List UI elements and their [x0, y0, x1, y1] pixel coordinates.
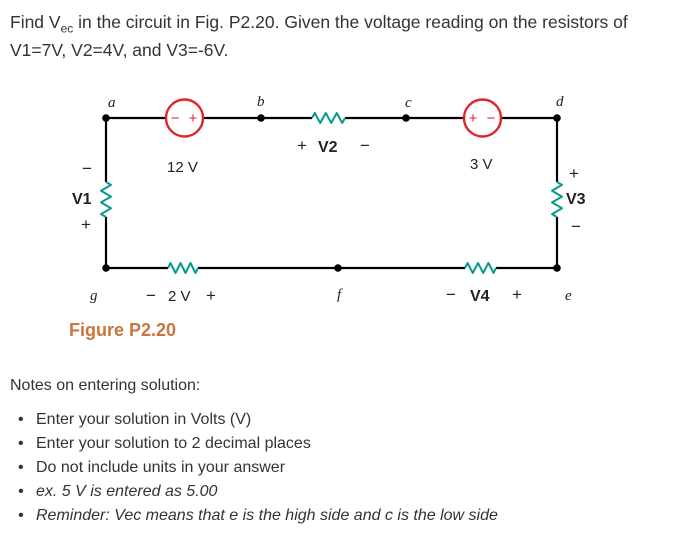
circuit-nodes [102, 114, 561, 272]
question-part-1: Find V [10, 12, 61, 32]
v3-plus: + [569, 164, 579, 183]
v1-label: V1 [72, 191, 92, 208]
r2v-plus: + [206, 286, 216, 305]
note-item: Enter your solution to 2 decimal places [10, 432, 498, 456]
resistor-v4 [464, 262, 497, 274]
v4-label: V4 [470, 288, 490, 305]
node-d-label: d [556, 94, 564, 110]
v1-plus: + [81, 215, 91, 234]
source-right-3v [462, 98, 503, 138]
notes-list: Enter your solution in Volts (V) Enter y… [10, 408, 498, 528]
figure-caption: Figure P2.20 [69, 320, 176, 340]
note-item: Do not include units in your answer [10, 456, 498, 480]
source-right-plus: + [469, 110, 478, 127]
source-left-value: 12 V [167, 159, 198, 176]
source-right-minus: − [487, 110, 496, 127]
node-d-dot [553, 114, 561, 122]
node-g-label: g [90, 288, 98, 304]
v3-minus: − [571, 217, 581, 236]
r2v-minus: − [146, 286, 156, 305]
v4-plus: + [512, 285, 522, 304]
v2-plus: + [297, 136, 307, 155]
node-g-dot [102, 264, 110, 272]
resistor-2v [167, 262, 199, 274]
note-item: Enter your solution in Volts (V) [10, 408, 498, 432]
node-c-label: c [405, 95, 412, 111]
circuit-figure: − + + − a b c d e f g 12 V 3 V + V2 − − … [69, 94, 586, 340]
v1-minus: − [82, 159, 92, 178]
note-item: ex. 5 V is entered as 5.00 [10, 480, 498, 504]
node-f-label: f [337, 287, 343, 303]
node-f-dot [334, 264, 342, 272]
node-b-label: b [257, 94, 265, 110]
node-a-dot [102, 114, 110, 122]
source-left-plus: + [189, 110, 198, 127]
v3-label: V3 [566, 191, 586, 208]
resistor-v2 [311, 112, 346, 124]
resistor-v1 [100, 181, 112, 218]
node-a-label: a [108, 95, 116, 111]
note-item: Reminder: Vec means that e is the high s… [10, 504, 498, 528]
v4-minus: − [446, 285, 456, 304]
question-part-2: in the circuit in Fig. P2.20. Given the … [10, 12, 628, 60]
source-right-value: 3 V [470, 156, 493, 173]
node-e-dot [553, 264, 561, 272]
v2-label: V2 [318, 139, 338, 156]
voltage-sources: − + + − [164, 98, 503, 138]
question-text: Find Vec in the circuit in Fig. P2.20. G… [10, 8, 675, 64]
source-left-minus: − [171, 110, 180, 127]
node-c-dot [402, 114, 410, 122]
v2-minus: − [360, 136, 370, 155]
r2v-label: 2 V [168, 288, 191, 305]
source-left-12v [164, 98, 205, 138]
circuit-labels: a b c d e f g 12 V 3 V + V2 − − V1 + + V… [69, 94, 586, 340]
node-b-dot [257, 114, 265, 122]
question-subscript: ec [60, 21, 74, 36]
circuit-resistors [100, 112, 563, 274]
resistor-v3 [551, 181, 563, 218]
notes-title: Notes on entering solution: [10, 377, 201, 394]
node-e-label: e [565, 288, 572, 304]
